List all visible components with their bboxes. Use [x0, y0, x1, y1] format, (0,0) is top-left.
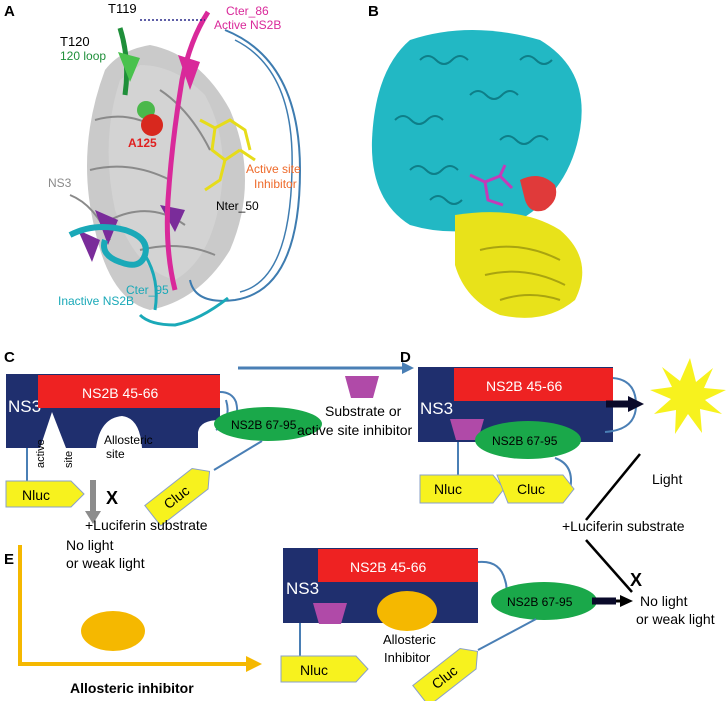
cyan-helices	[394, 55, 553, 205]
label-inhibitor: Inhibitor	[254, 177, 297, 191]
light-label: Light	[652, 471, 682, 487]
ns2b-trace-outer	[189, 29, 302, 302]
ns3-label-d: NS3	[420, 399, 453, 418]
ns2b-45-66-box-e	[318, 549, 478, 582]
panel-label-a: A	[4, 3, 15, 20]
no-light-label-c-2: or weak light	[66, 555, 145, 571]
active-label: active	[35, 439, 47, 468]
ns2b-67-95-label-e: NS2B 67-95	[507, 595, 573, 609]
panel-d: D NS3 NS2B 45-66 NS2B 67-95 Nluc Cluc Li…	[400, 349, 726, 627]
ns2b-45-66-box	[38, 375, 220, 408]
cluc-arrow-e	[412, 647, 479, 701]
light-arrow-head	[628, 396, 644, 412]
allosteric-inhibitor-oval	[81, 611, 145, 651]
cluc-arrow-d	[496, 474, 575, 504]
allosteric-inhibitor-label: Allosteric inhibitor	[70, 680, 194, 696]
magenta-ligand	[469, 164, 514, 207]
luciferin-label-d: +Luciferin substrate	[562, 518, 685, 534]
no-light-arrow-head	[620, 595, 633, 607]
ns3-label: NS3	[8, 397, 41, 416]
allo-label-2: Inhibitor	[384, 650, 431, 665]
cluc-arrow	[144, 467, 211, 527]
label-t119: T119	[108, 1, 137, 16]
panel-label-b: B	[368, 3, 379, 20]
allosteric-label-2: site	[106, 447, 125, 461]
ns2b-45-66-box-d	[454, 368, 613, 401]
substrate-bound-d	[450, 419, 484, 440]
panel-e: E Allosteric inhibitor NS3 NS2B 45-66 Al…	[4, 545, 616, 701]
allosteric-path-arrow	[18, 545, 248, 666]
x-mark-c: X	[106, 488, 118, 508]
active-ns2b-strand	[178, 55, 200, 90]
ns2b-67-95-label-d: NS2B 67-95	[492, 434, 558, 448]
active-ns2b-chain	[164, 10, 211, 291]
inactive-ns2b-trace	[138, 296, 229, 327]
ns2b-67-95-label: NS2B 67-95	[231, 418, 297, 432]
substrate-label-1: Substrate or	[325, 403, 402, 419]
linker-to-cluc	[213, 440, 263, 471]
no-light-label-c-1: No light	[66, 537, 114, 553]
substrate-bound-e	[313, 603, 347, 624]
no-light-label-d-1: No light	[640, 593, 688, 609]
panel-label-d: D	[400, 349, 411, 366]
panel-label-e: E	[4, 551, 14, 568]
active-site-inhibitor-sticks	[199, 118, 256, 192]
luciferin-label-c: +Luciferin substrate	[85, 517, 208, 533]
label-ns3-structure: NS3	[48, 176, 72, 190]
allosteric-path-arrowhead	[246, 656, 262, 672]
no-light-label-d-2: or weak light	[636, 611, 715, 627]
label-t120: T120	[60, 34, 90, 49]
yellow-strands	[479, 245, 566, 301]
label-cter86: Cter_86	[226, 4, 269, 18]
ns2b-67-95-oval	[214, 407, 322, 441]
ns2b-trace-inner	[234, 39, 293, 293]
ns2b-67-95-oval-d	[475, 421, 581, 459]
x-mark-d: X	[630, 570, 642, 590]
label-active-ns2b: Active NS2B	[214, 18, 281, 32]
linker-to-cluc-e	[477, 618, 537, 651]
yellow-domain	[455, 212, 583, 318]
label-a125: A125	[128, 136, 157, 150]
label-active-site: Active site	[246, 162, 301, 176]
nluc-arrow-e	[280, 655, 369, 683]
cluc-label-d: Cluc	[517, 481, 545, 497]
loop-120-strand	[118, 52, 140, 82]
allosteric-label-1: Allosteric	[104, 433, 153, 447]
a125-sphere	[141, 114, 163, 136]
ns2b-45-66-label-d: NS2B 45-66	[486, 378, 562, 394]
nluc-label: Nluc	[22, 487, 50, 503]
active-site-notch	[40, 412, 66, 448]
panel-c: C NS3 NS2B 45-66 active site Allosteric …	[4, 349, 322, 571]
nluc-label-e: Nluc	[300, 662, 328, 678]
nluc-arrow-d	[419, 474, 505, 504]
red-segment	[520, 176, 557, 212]
substrate-shape	[345, 376, 379, 398]
luciferin-branch-1	[585, 453, 641, 521]
allosteric-site-notch	[96, 416, 142, 448]
ns3-label-e: NS3	[286, 579, 319, 598]
label-nter50: Nter_50	[216, 199, 259, 213]
allo-label-1: Allosteric	[383, 632, 436, 647]
panel-a-structure: A T119 T120 120 loop Cter_86 Active NS2B…	[4, 1, 302, 327]
panel-label-c: C	[4, 349, 15, 366]
grey-arrow-head	[85, 511, 101, 524]
site-label: site	[63, 451, 75, 468]
ns2b-45-66-label-e: NS2B 45-66	[350, 559, 426, 575]
label-120-loop: 120 loop	[60, 49, 106, 63]
label-inactive-ns2b: Inactive NS2B	[58, 294, 134, 308]
purple-strand-2	[78, 230, 100, 262]
allosteric-inhibitor-bound	[377, 591, 437, 631]
label-cter95: Cter_95	[126, 283, 169, 297]
luciferin-branch-2	[585, 539, 633, 593]
substrate-label-2: active site inhibitor	[297, 422, 413, 438]
nluc-label-d: Nluc	[434, 481, 462, 497]
ns2b-45-66-label: NS2B 45-66	[82, 385, 158, 401]
c-to-d-arrow-head	[402, 362, 414, 374]
nluc-arrow	[5, 480, 85, 508]
panel-b-structure: B	[368, 3, 583, 318]
inactive-ns2b-tail	[143, 254, 158, 311]
ns2b-67-95-oval-e	[491, 582, 597, 620]
light-star	[650, 358, 726, 434]
